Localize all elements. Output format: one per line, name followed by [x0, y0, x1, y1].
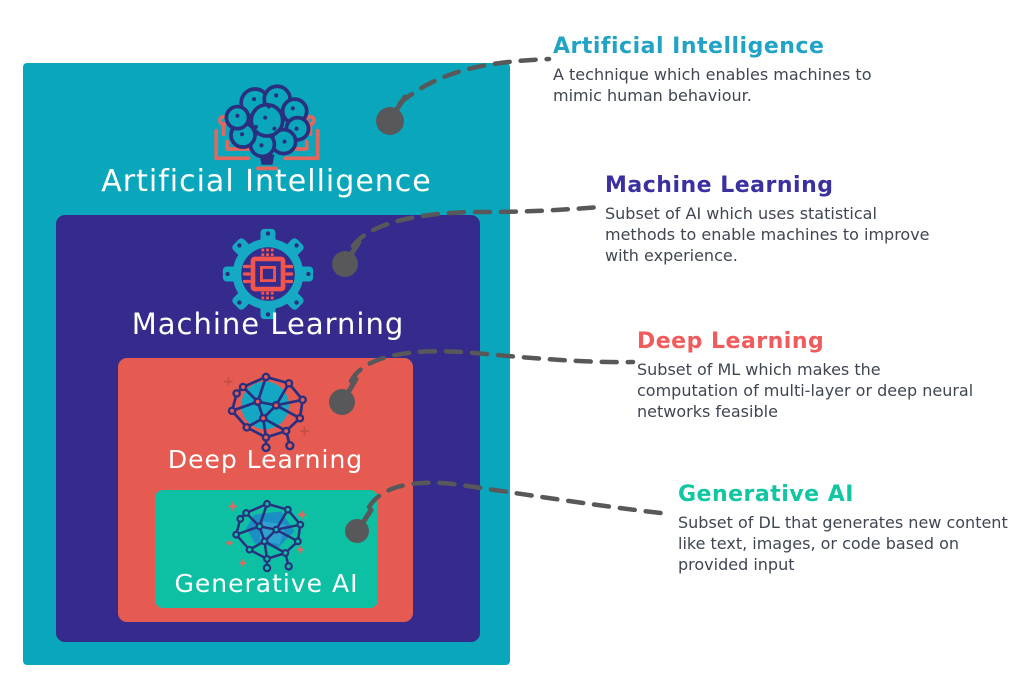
note-description-line: like text, images, or code based on — [678, 534, 960, 553]
note-artificial-intelligence: Artificial Intelligence A technique whic… — [553, 34, 872, 106]
neural-network-icon — [223, 372, 309, 453]
brain-stem — [259, 154, 274, 165]
brain-circuit-icon — [213, 84, 320, 171]
note-description-line: networks feasible — [637, 402, 778, 421]
note-description-line: Subset of DL that generates new content — [678, 513, 1008, 532]
gear-tooth-dots — [225, 231, 311, 317]
gear-ring — [232, 238, 304, 310]
note-machine-learning: Machine Learning Subset of AI which uses… — [605, 173, 930, 266]
sparkles — [224, 501, 307, 568]
machine-learning-box: Machine Learning — [56, 215, 480, 642]
note-description-line: methods to enable machines to improve — [605, 225, 930, 244]
note-description-line: A technique which enables machines to — [553, 65, 872, 84]
deep-learning-box: Deep Learning — [118, 358, 413, 622]
note-title: Generative AI — [678, 482, 854, 507]
network-blob — [240, 381, 289, 430]
generative-ai-box: Generative AI — [155, 490, 378, 608]
note-description-line: Subset of ML which makes the — [637, 360, 881, 379]
artificial-intelligence-box: Artificial Intelligence — [23, 63, 510, 665]
cpu-chip — [242, 248, 294, 300]
note-description-line: provided input — [678, 555, 795, 574]
note-description-line: mimic human behaviour. — [553, 86, 752, 105]
artificial-intelligence-label: Artificial Intelligence — [101, 164, 432, 199]
network-nodes — [231, 499, 304, 573]
note-description-line: Subset of AI which uses statistical — [605, 204, 877, 223]
brain-lobes — [224, 84, 310, 159]
machine-learning-label: Machine Learning — [131, 307, 405, 341]
note-generative-ai: Generative AI Subset of DL that generate… — [678, 482, 1008, 575]
note-description-line: computation of multi-layer or deep neura… — [637, 381, 974, 400]
plus-marks — [223, 376, 309, 436]
note-title: Artificial Intelligence — [553, 34, 825, 59]
generative-network-icon — [224, 499, 307, 573]
brain-dots — [234, 93, 299, 148]
note-description-line: with experience. — [605, 246, 738, 265]
deep-learning-label: Deep Learning — [167, 445, 364, 474]
network-nodes — [227, 372, 307, 453]
generative-ai-label: Generative AI — [174, 569, 359, 598]
note-title: Machine Learning — [605, 173, 834, 198]
gear-chip-icon — [222, 228, 314, 320]
note-title: Deep Learning — [637, 329, 825, 354]
note-deep-learning: Deep Learning Subset of ML which makes t… — [637, 329, 973, 422]
